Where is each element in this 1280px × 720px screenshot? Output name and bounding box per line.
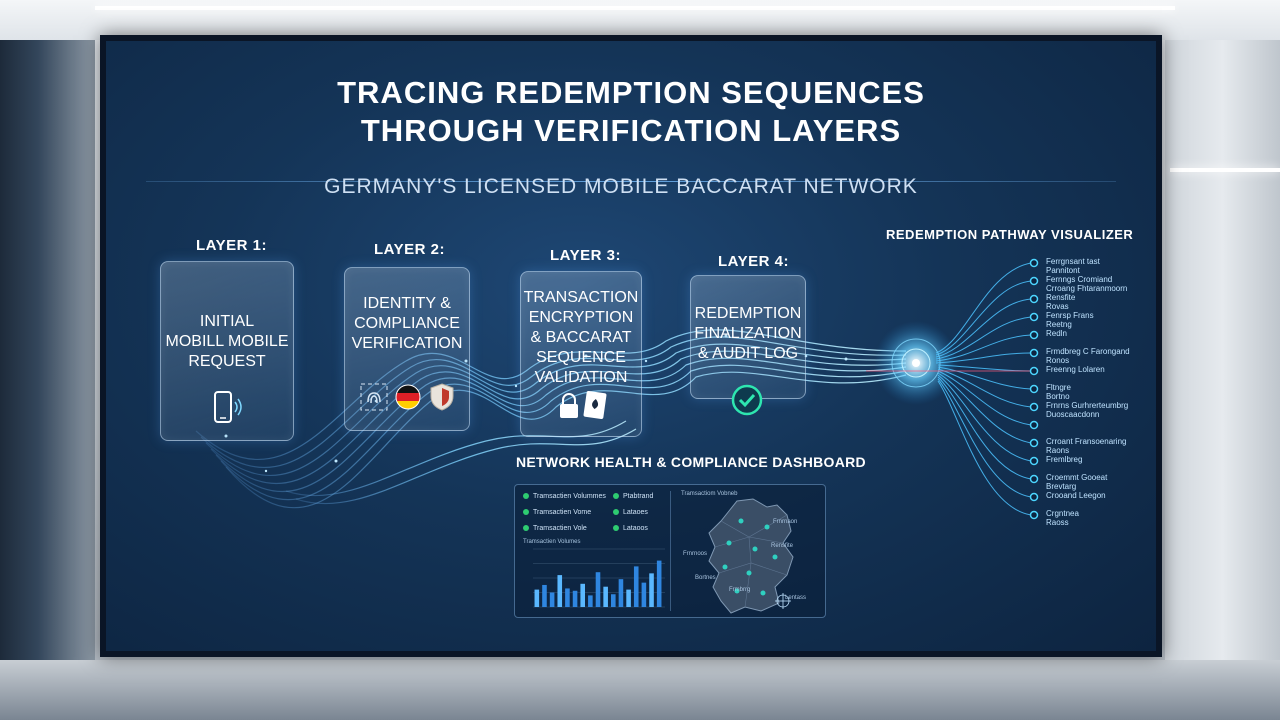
status-dot [523, 493, 529, 500]
visualizer-node-label: Frmdbreg C Farongand Ronos [1046, 347, 1130, 365]
page-title-line-2: THROUGH VERIFICATION LAYERS [360, 113, 902, 148]
smartphone-icon [211, 388, 245, 437]
map-city-label: Rensfite [771, 543, 794, 549]
layer-1-label: LAYER 1: [196, 237, 267, 254]
chart-bar [580, 583, 585, 607]
title-divider [146, 181, 1116, 182]
status-item: Tramsactien Vome [523, 509, 591, 516]
fan-out-lines [935, 262, 1032, 516]
germany-map [708, 498, 794, 614]
data-flow-graphic [195, 258, 1039, 520]
map-city-label: Bortnes [695, 575, 716, 581]
visualizer-node-label: Crgntnea Raoss [1046, 509, 1079, 527]
chart-bar [588, 595, 593, 607]
status-item: Lataoes [613, 509, 648, 516]
chart-bar [641, 582, 647, 607]
chart-bar [565, 588, 570, 607]
map-label: Tramsactiom Vobneb [681, 491, 738, 497]
chart-bar [603, 586, 608, 607]
dashboard-title: NETWORK HEALTH & COMPLIANCE DASHBOARD [516, 454, 866, 470]
layer-3-card: TRANSACTION ENCRYPTION & BACCARAT SEQUEN… [520, 271, 642, 437]
status-label: Tramsactien Vole [533, 525, 587, 532]
chart-bar [649, 573, 654, 607]
visualizer-node-label: Fernngs Cromiand Crroang Fhtaranmoorn [1046, 275, 1128, 293]
room-left-wall [0, 40, 95, 720]
status-dot [613, 509, 619, 516]
status-label: Ptabtrand [623, 493, 654, 500]
display-screen: TRACING REDEMPTION SEQUENCES THROUGH VER… [100, 35, 1162, 657]
page-subtitle: GERMANY'S LICENSED MOBILE BACCARAT NETWO… [324, 175, 918, 198]
status-dot [613, 525, 619, 532]
visualizer-node-label: Crooand Leegon [1046, 491, 1106, 500]
visualizer-node-label: Redln [1046, 329, 1067, 338]
status-label: Lataoos [623, 525, 648, 532]
flow-paths [195, 329, 907, 509]
map-city-label: Frmbrrg [729, 587, 751, 593]
shield-icon [429, 382, 455, 417]
status-label: Tramsactien Volummes [533, 493, 606, 500]
status-dot [523, 509, 529, 516]
status-item: Ptabtrand [613, 493, 653, 500]
ceiling-light-strip [95, 6, 1175, 10]
layer-4-label: LAYER 4: [718, 253, 789, 270]
chart-bar [633, 566, 639, 607]
dashboard-divider [670, 491, 671, 611]
visualizer-node-label: Rensfite Rovas [1046, 293, 1076, 311]
map-city-label: Lentass [785, 595, 807, 601]
visualizer-node-label: Ferrgnsant tast Pannitont [1046, 257, 1100, 275]
page-title-line-1: TRACING REDEMPTION SEQUENCES [337, 75, 925, 110]
layer-4-card: REDEMPTION FINALIZATION & AUDIT LOG [690, 275, 806, 416]
fan-out-nodes [1029, 258, 1039, 520]
status-item: Tramsactien Vole [523, 525, 587, 532]
visualizer-node-label: Croemmt Gooeat Brevtarg [1046, 473, 1108, 491]
visualizer-node-label: Fltngre Bortno [1046, 383, 1071, 401]
chart-bar [595, 572, 601, 607]
status-dot [523, 525, 529, 532]
status-label: Lataoes [623, 509, 648, 516]
layer-2-card: IDENTITY & COMPLIANCE VERIFICATION [344, 267, 470, 431]
padlock-icon [557, 392, 581, 425]
hub-node [874, 321, 958, 405]
chart-bar [542, 584, 547, 607]
layer-2-text: IDENTITY & COMPLIANCE VERIFICATION [351, 295, 463, 352]
layer-2-label: LAYER 2: [374, 241, 445, 258]
status-dot [613, 493, 619, 500]
visualizer-title: REDEMPTION PATHWAY VISUALIZER [886, 227, 1134, 242]
checkmark-icon [731, 384, 763, 421]
chart-bar [656, 560, 662, 607]
layer-1-card: INITIAL MOBILL MOBILE REQUEST [160, 261, 294, 441]
chart-bar [611, 594, 616, 607]
chart-bar [549, 592, 555, 607]
chart-bar [626, 589, 631, 607]
layer-4-text: REDEMPTION FINALIZATION & AUDIT LOG [694, 305, 802, 362]
chart-bar [572, 590, 578, 607]
playing-card-icon [583, 390, 607, 425]
map-city-label: Frnrnoos [683, 551, 708, 557]
visualizer-node-label: Fenrsp Frans Reetng [1046, 311, 1094, 329]
chart-label: Tramsactien Volumes [523, 539, 581, 545]
visualizer-node-label: Freenng Lolaren [1046, 365, 1105, 374]
chart-bar [534, 589, 540, 607]
transaction-bar-chart [533, 548, 665, 608]
status-label: Tramsactien Vome [533, 509, 592, 516]
visualizer-node-label: Fremlbreg [1046, 455, 1083, 464]
visualizer-node-label: Frnrns Gurhrerteumbrg Duoscaacdonn [1046, 401, 1129, 419]
dashboard-panel: Tramsactien Volummes Ptabtrand Tramsacti… [514, 484, 826, 618]
germany-flag-icon [395, 384, 421, 415]
layer-3-text: TRANSACTION ENCRYPTION & BACCARAT SEQUEN… [523, 289, 639, 386]
layer-3-label: LAYER 3: [550, 247, 621, 264]
room-floor [0, 660, 1280, 720]
status-item: Lataoos [613, 525, 648, 532]
room-right-wall [1165, 40, 1280, 720]
fingerprint-icon [359, 382, 389, 417]
flow-particles [224, 334, 848, 473]
status-item: Tramsactien Volummes [523, 493, 606, 500]
chart-bar [618, 579, 624, 607]
chart-bar [557, 575, 563, 607]
visualizer-node-label: Crroant Fransoenaring Raons [1046, 437, 1127, 455]
right-light-strip [1170, 168, 1280, 172]
map-city-label: Frnrnaon [773, 519, 798, 525]
layer-1-text: INITIAL MOBILL MOBILE REQUEST [165, 313, 289, 370]
